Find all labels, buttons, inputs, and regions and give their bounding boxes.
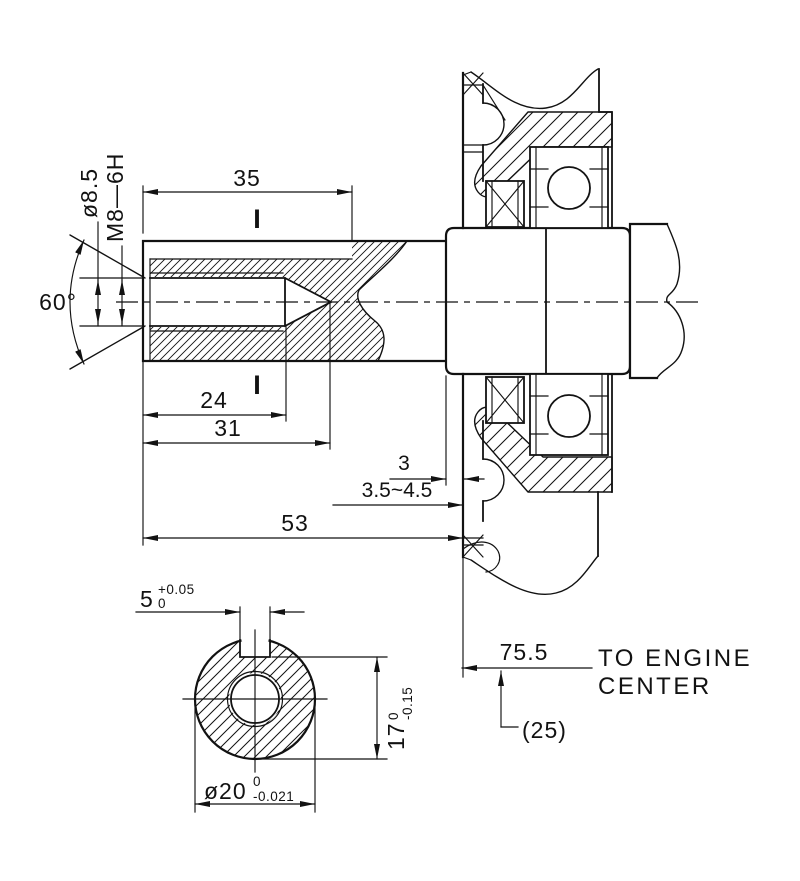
shaft-outline [141,239,448,363]
pto-shaft-section [69,234,448,370]
bearing-upper [529,146,609,229]
cheek-fill [630,224,685,378]
keyway-section-view [182,628,328,773]
lower-wall-caps [462,537,484,561]
bore-callout-text: ø8.5 [76,168,102,218]
callout-bore: ø8.5 [76,168,102,327]
upper-break-cross-lines [462,72,506,121]
dim-35-text: 35 [233,165,261,191]
upper-web-hatch [474,112,612,197]
extension-lines [79,185,464,813]
lower-core-notch [482,458,505,502]
bearing-ball [547,394,591,438]
dim-20-text: ø20 [204,778,247,804]
oil-seal-lower [485,376,525,424]
dim-5-tol-upper: +0.05 [158,582,195,597]
dim-17-tol-lower: -0.15 [400,687,415,720]
journal-outline [444,226,632,376]
upper-right-edge [598,68,613,229]
dim-countersink-angle: 60° [39,239,85,365]
crankcase-upper [461,68,613,230]
to-engine-text: TO ENGINE [598,645,752,672]
dim-thread-depth: 24 [142,387,287,418]
dim-31-text: 31 [214,415,242,441]
thread-callout-text: M8—6H [102,153,128,242]
upper-broken-edge [470,68,599,110]
seal-cross [485,180,525,228]
seal-cross [485,376,525,424]
section-center-cross [182,629,328,773]
dim-60-text: 60° [39,289,77,315]
dim-seal-recess: 3.5~4.5 [332,479,464,508]
dim-53-text: 53 [281,510,309,536]
dim-75-text: 75.5 [500,639,549,665]
bearing-races [529,373,609,456]
lower-web-hatch [474,407,612,492]
dim-shaft-diameter: ø20 0 -0.021 [194,774,316,807]
dim-keyway-length: 35 [142,165,353,195]
lower-broken-edge [470,555,599,595]
dim-keyway-width: 5 +0.05 0 [135,582,305,615]
dim-5-text: 5 [140,586,154,612]
dim-shoulder-offset: 3 [389,452,485,482]
lower-break-cross-lines [462,534,484,558]
dim-ref-25: (25) [498,670,567,743]
cheek-outline [628,222,669,380]
callout-thread: M8—6H [102,153,128,327]
section-mark-bottom: I [253,370,261,400]
dim-seal-text: 3.5~4.5 [362,479,433,502]
dim-3-text: 3 [398,452,410,475]
dim-24-text: 24 [200,387,228,413]
upper-wall-caps [462,71,484,153]
section-hatch [195,639,315,759]
crank-cheek-break [628,222,685,380]
dim-engine-center: 75.5 TO ENGINE CENTER [461,639,752,700]
dimensions: 35 24 31 53 3 3.5~4.5 [39,153,752,813]
dim-shaft-length: 53 [142,510,464,541]
bearing-ball [547,166,591,210]
dim-5-tol-lower: 0 [158,596,166,611]
bearing-races [529,146,609,229]
dim-20-tol-lower: -0.021 [253,789,294,804]
dim-20-tol-upper: 0 [253,774,261,789]
dim-17-text: 17 [383,722,409,750]
section-mark-top: I [253,204,261,234]
lower-boss-curve [462,541,501,573]
dim-17-tol-upper: 0 [386,712,401,720]
thread-major-lines [149,258,284,362]
dim-bore-depth: 31 [142,415,331,446]
lower-right-edge [597,373,613,557]
oil-seal-upper [485,180,525,228]
ref-25-text: (25) [522,717,567,743]
crankshaft-journal [444,222,685,380]
upper-core-notch [482,102,505,146]
crankcase-lower [461,372,613,595]
bearing-lower [529,373,609,456]
dim-key-flat: 17 0 -0.15 [374,656,415,760]
center-text: CENTER [598,673,712,700]
